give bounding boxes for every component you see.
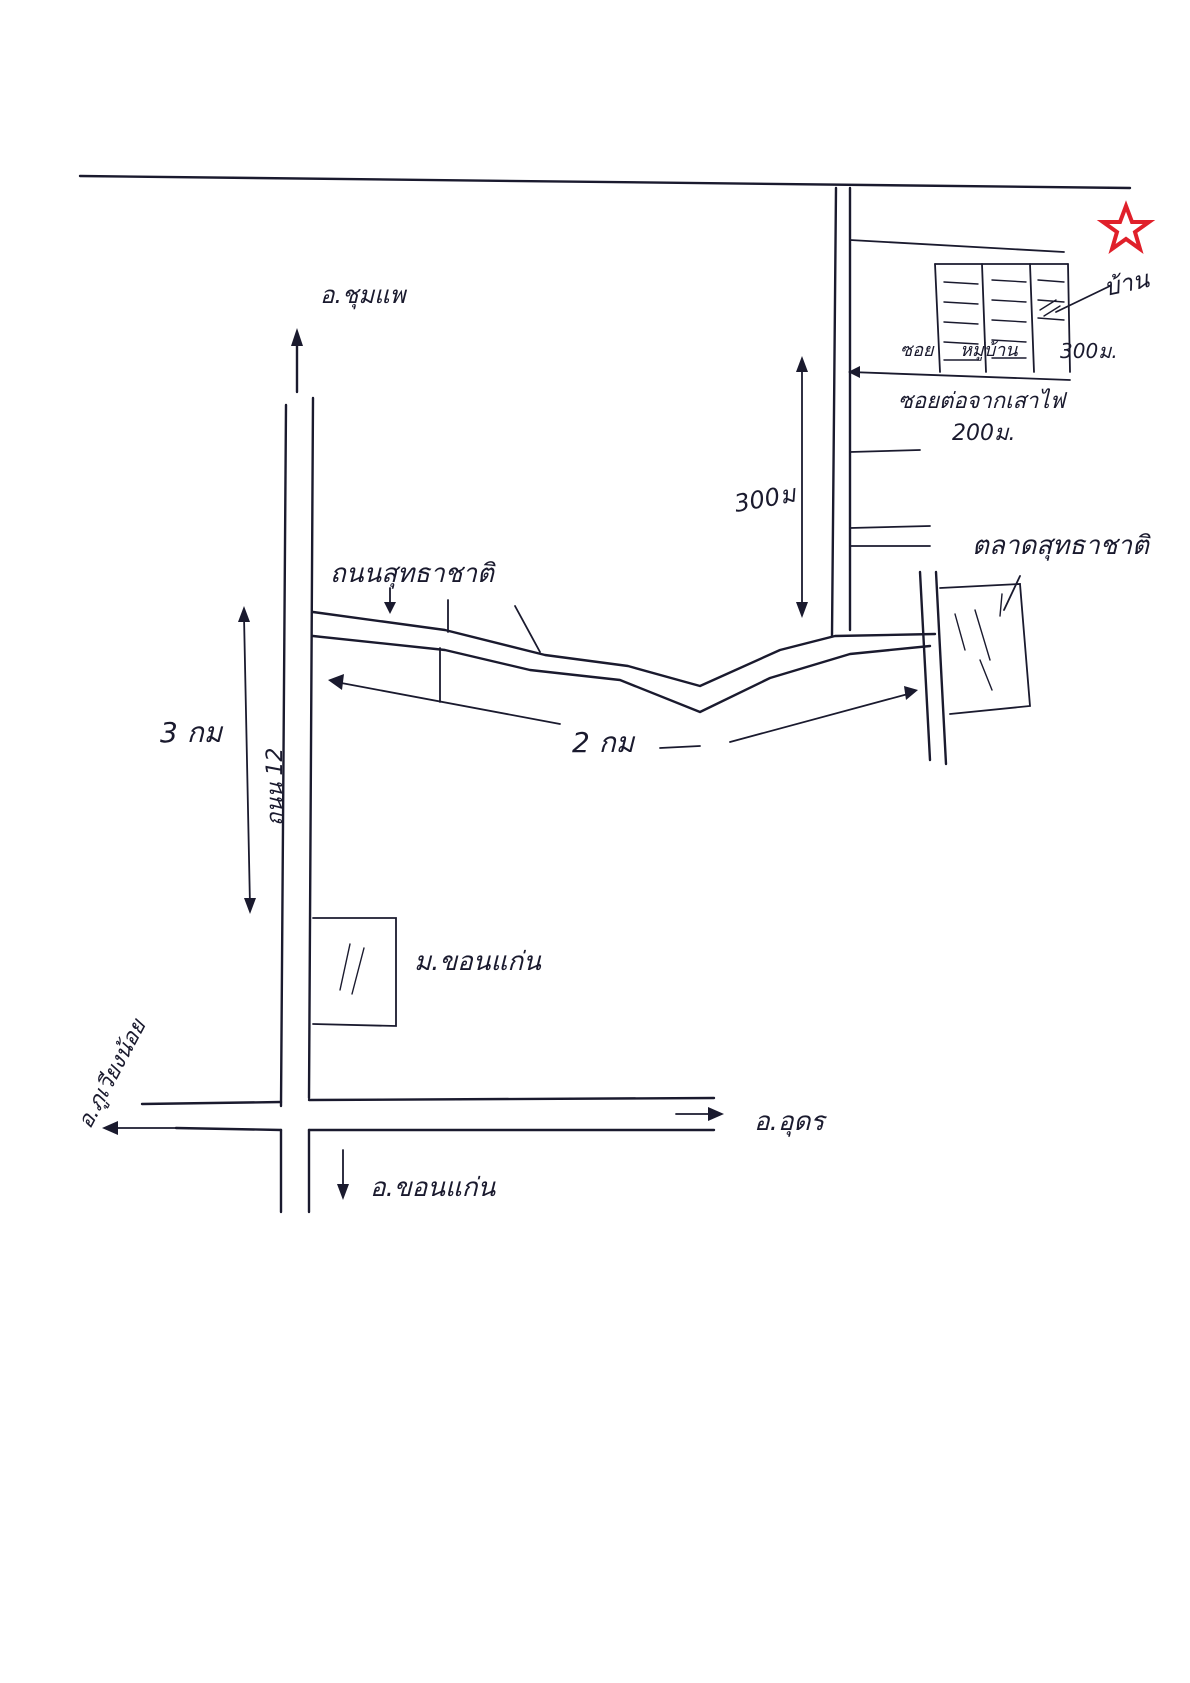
house-label: บ้าน xyxy=(1101,265,1152,302)
note-mid-label: หมู่บ้าน xyxy=(960,340,1018,361)
dist-arrow-lane xyxy=(796,356,860,618)
dist-main-label: 3 กม xyxy=(160,716,224,749)
north-arrow-icon xyxy=(291,328,303,346)
south-destination-label: อ.ขอนแก่น xyxy=(370,1173,497,1203)
university-label: ม.ขอนแก่น xyxy=(414,947,542,977)
side-road-name-label: ถนนสุทธาชาติ xyxy=(330,559,496,589)
dist-200-label: 200ม. xyxy=(952,421,1016,446)
dist-arrow-main xyxy=(238,606,256,914)
market-block xyxy=(918,570,1031,766)
east-arrow-icon xyxy=(708,1107,724,1121)
power-pole-label: ซอยต่อจากเสาไฟ xyxy=(898,388,1067,414)
east-destination-label: อ.อุดร xyxy=(754,1107,827,1137)
south-arrow-icon xyxy=(337,1184,349,1200)
main-road xyxy=(279,328,315,1214)
university-block xyxy=(312,917,397,1027)
note-left-label: ซอย xyxy=(900,340,935,361)
north-destination-label: อ.ชุมแพ xyxy=(320,281,408,310)
north-lane xyxy=(830,186,1071,638)
house-blocks xyxy=(934,263,1111,373)
dist-side-label: 2 กม xyxy=(572,726,636,759)
west-destination-label: อ.ภูเวียงน้อย xyxy=(73,1014,152,1133)
star-icon xyxy=(1096,200,1156,254)
market-label: ตลาดสุทธาชาติ xyxy=(972,531,1151,561)
top-border-line xyxy=(78,174,1132,190)
note-right-label: 300ม. xyxy=(1060,339,1118,363)
dist-arrow-side xyxy=(328,674,918,749)
dist-lane-label: 300ม xyxy=(732,479,799,517)
main-road-name-label: ถนน 12 xyxy=(263,748,288,826)
west-arrow-icon xyxy=(102,1121,118,1135)
side-road xyxy=(311,599,937,714)
cross-road xyxy=(102,1096,724,1200)
